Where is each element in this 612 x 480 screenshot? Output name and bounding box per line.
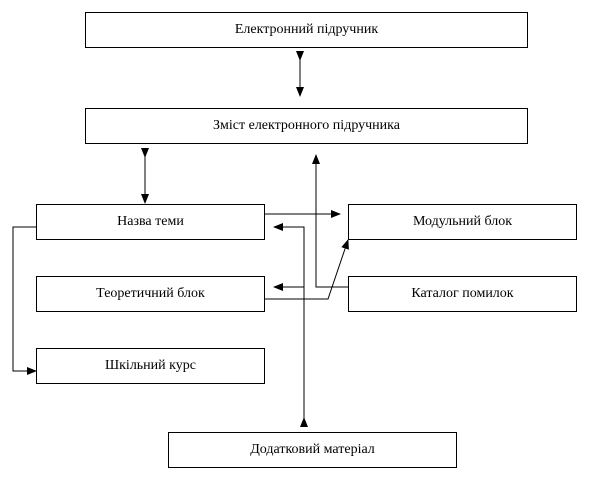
node-label: Електронний підручник: [234, 22, 379, 37]
arrow-errors-contents: [312, 154, 348, 288]
arrow-theory-module: [265, 239, 349, 300]
node-topic: Назва теми: [36, 204, 265, 240]
node-ebook: Електронний підручник: [85, 12, 528, 48]
node-label: Зміст електронного підручника: [213, 118, 400, 133]
node-label: Модульний блок: [412, 214, 513, 229]
node-label: Назва теми: [117, 214, 184, 229]
node-school: Шкільний курс: [36, 348, 265, 384]
node-module: Модульний блок: [348, 204, 577, 240]
node-label: Шкільний курс: [105, 358, 196, 373]
arrow-topic-school: [12, 223, 45, 375]
node-errors: Каталог помилок: [348, 276, 577, 312]
arrow-extra-topic: [273, 223, 308, 427]
node-extra: Додатковий матеріал: [168, 432, 457, 468]
node-label: Теоретичний блок: [96, 286, 205, 301]
node-theory: Теоретичний блок: [36, 276, 265, 312]
node-label: Каталог помилок: [411, 286, 514, 301]
node-label: Додатковий матеріал: [250, 442, 375, 457]
node-contents: Зміст електронного підручника: [85, 108, 528, 144]
